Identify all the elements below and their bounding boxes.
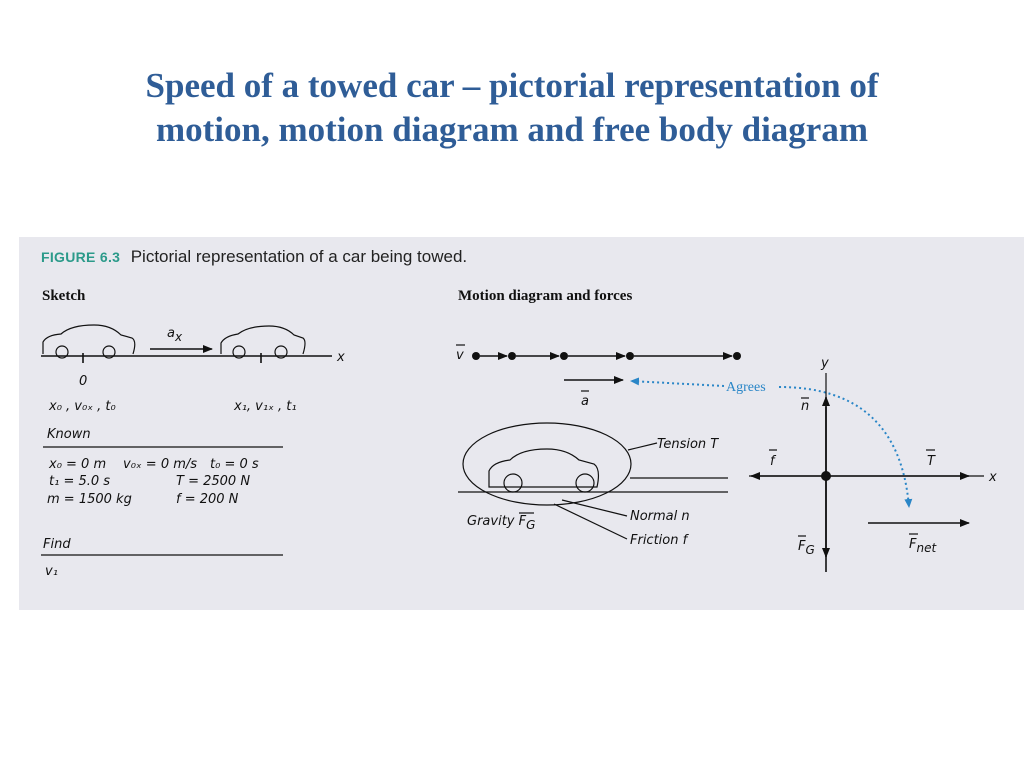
sketch-heading: Sketch [42,288,86,304]
friction-leader [553,503,628,540]
agrees-label: Agrees [726,380,766,395]
tension-leader [627,442,658,451]
accel-vector-label: a [581,394,589,409]
sketch-origin-label: 0 [79,374,87,389]
known-t0: t₀ = 0 s [210,457,259,472]
slide-title-line2: motion, motion diagram and free body dia… [156,110,868,149]
fbd-n-label: n [801,399,809,414]
velocity-label: v [456,348,464,363]
sketch-car-end [220,325,306,359]
fbd-particle [821,471,831,481]
sketch-accel-label: ax [167,326,183,344]
known-v0x: v₀ₓ = 0 m/s [123,457,197,472]
known-t1: t₁ = 5.0 s [49,474,110,489]
agrees-connector-right [778,386,913,508]
tension-label: Tension T [657,437,719,452]
known-heading: Known [47,427,91,442]
fbd-x-label: x [988,470,997,485]
figure-panel: FIGURE 6.3 Pictorial representation of a… [19,237,1024,610]
motion-heading: Motion diagram and forces [458,288,633,304]
towed-car [488,448,600,493]
normal-label: Normal n [630,509,690,524]
figure-drawing: x 0 ax x₀ , v₀ₓ , t₀ x₁, v₁ₓ , t₁ Known … [41,324,997,579]
figure-caption: FIGURE 6.3 Pictorial representation of a… [41,247,467,267]
fbd-Fnet-label: Fnet [909,537,937,555]
fbd-FG-label: FG [798,539,815,557]
sketch-start-vars: x₀ , v₀ₓ , t₀ [48,399,116,414]
known-T: T = 2500 N [176,474,250,489]
fbd-f-label: f [770,454,777,469]
fbd-T-label: T [927,454,936,469]
sketch-x-axis-label: x [336,350,345,365]
figure-number: FIGURE 6.3 [41,249,121,265]
gravity-label: Gravity FG [467,514,535,532]
system-ellipse [462,422,632,506]
sketch-end-vars: x₁, v₁ₓ , t₁ [233,399,297,414]
find-heading: Find [43,537,71,552]
figure-caption-text: Pictorial representation of a car being … [130,247,468,266]
find-value: v₁ [45,564,58,579]
motion-diagram-velocity-row [472,352,741,360]
slide-title: Speed of a towed car – pictorial represe… [40,64,984,152]
known-x0: x₀ = 0 m [48,457,106,472]
known-f: f = 200 N [176,492,239,507]
sketch-car-start [42,324,136,359]
known-m: m = 1500 kg [47,492,132,507]
normal-leader [561,499,628,517]
fbd-y-label: y [820,356,829,371]
slide-title-line1: Speed of a towed car – pictorial represe… [145,66,879,105]
agrees-connector-left [630,377,725,387]
friction-label: Friction f [630,533,690,548]
